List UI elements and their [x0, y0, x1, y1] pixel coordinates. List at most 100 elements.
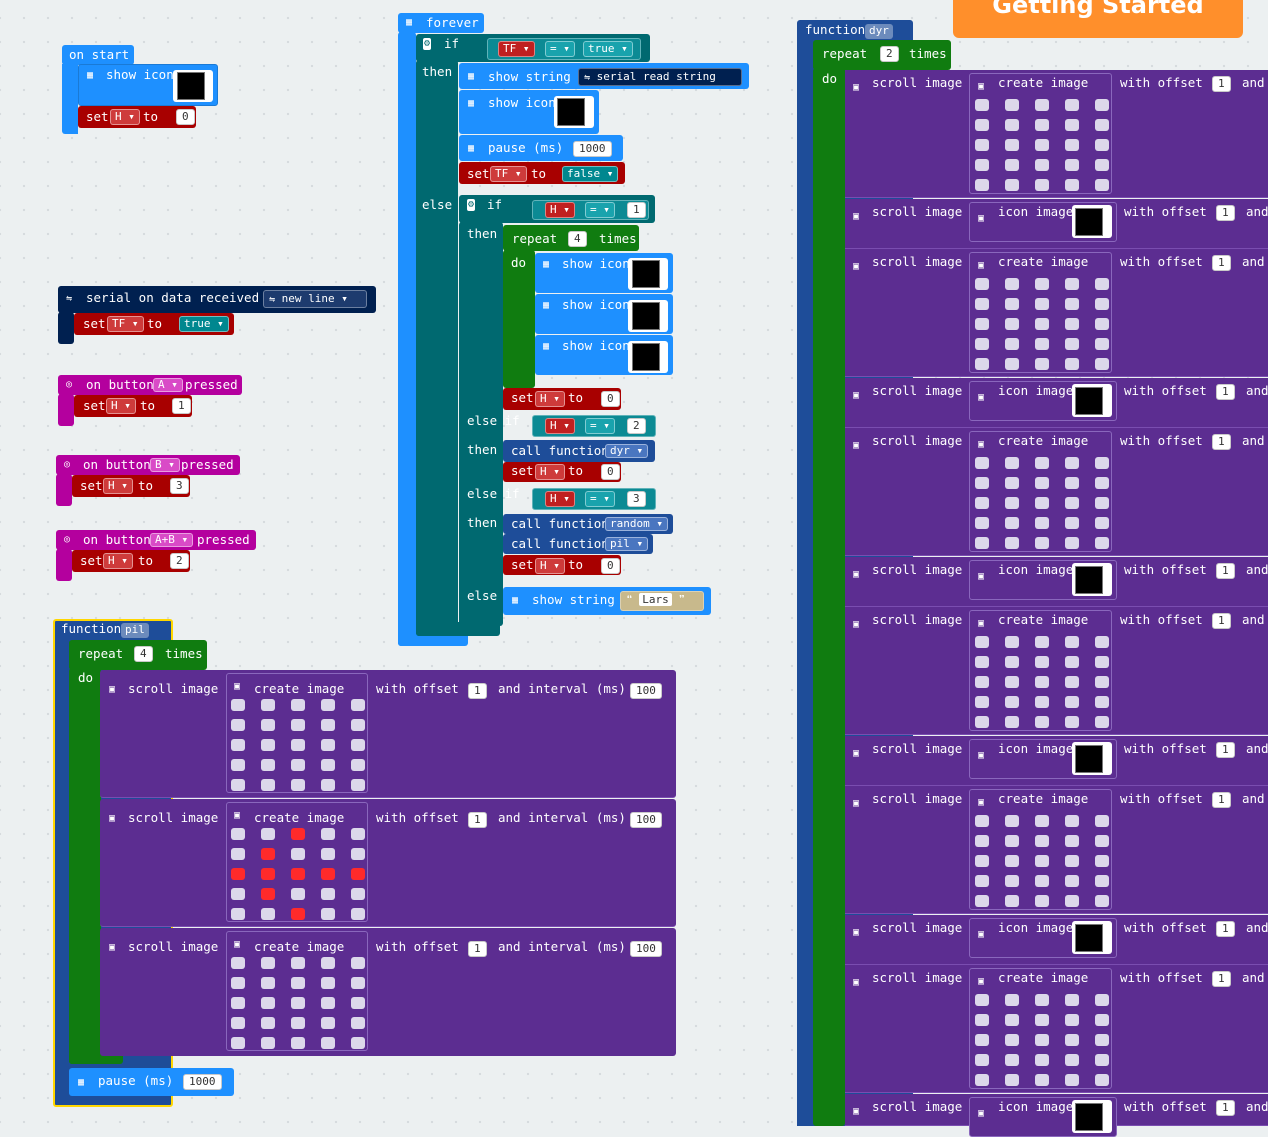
led-cell[interactable] [231, 719, 245, 731]
operator-dropdown[interactable]: = ▾ [585, 491, 615, 507]
led-cell[interactable] [1065, 895, 1079, 907]
led-cell[interactable] [1035, 477, 1049, 489]
led-cell[interactable] [1095, 139, 1109, 151]
led-cell[interactable] [231, 957, 245, 969]
led-cell[interactable] [1065, 875, 1079, 887]
icon-picker[interactable] [554, 96, 594, 128]
variable-dropdown[interactable]: TF ▾ [107, 316, 144, 332]
operator-dropdown[interactable]: = ▾ [545, 41, 575, 57]
led-cell[interactable] [1095, 636, 1109, 648]
led-cell[interactable] [1095, 318, 1109, 330]
icon-picker[interactable] [628, 341, 668, 373]
led-cell[interactable] [1095, 696, 1109, 708]
led-cell[interactable] [975, 1054, 989, 1066]
led-cell[interactable] [1035, 497, 1049, 509]
led-cell[interactable] [975, 696, 989, 708]
led-cell[interactable] [1095, 656, 1109, 668]
led-cell[interactable] [231, 739, 245, 751]
gear-icon[interactable]: ⚙ [423, 38, 432, 50]
led-cell[interactable] [321, 888, 335, 900]
led-cell[interactable] [291, 1017, 305, 1029]
led-cell[interactable] [1005, 696, 1019, 708]
led-cell[interactable] [1035, 358, 1049, 370]
led-cell[interactable] [1095, 994, 1109, 1006]
led-cell[interactable] [975, 656, 989, 668]
function-name[interactable]: pil [121, 623, 149, 638]
led-cell[interactable] [975, 994, 989, 1006]
offset-input[interactable]: 1 [1216, 921, 1235, 937]
led-cell[interactable] [1065, 855, 1079, 867]
led-cell[interactable] [1065, 278, 1079, 290]
value-input[interactable]: 0 [176, 109, 195, 125]
led-cell[interactable] [1035, 179, 1049, 191]
on-start-block[interactable] [62, 45, 134, 65]
variable-dropdown[interactable]: TF ▾ [490, 166, 527, 182]
led-cell[interactable] [1095, 716, 1109, 728]
led-cell[interactable] [1065, 676, 1079, 688]
led-cell[interactable] [1035, 457, 1049, 469]
led-cell[interactable] [1005, 1074, 1019, 1086]
led-cell[interactable] [351, 719, 365, 731]
led-grid[interactable] [975, 278, 1109, 378]
led-cell[interactable] [321, 719, 335, 731]
led-cell[interactable] [291, 957, 305, 969]
led-cell[interactable] [1005, 716, 1019, 728]
create-image-block[interactable] [969, 431, 1112, 552]
led-cell[interactable] [1035, 1074, 1049, 1086]
led-cell[interactable] [1065, 815, 1079, 827]
icon-picker[interactable] [1072, 1100, 1112, 1133]
pause-input[interactable]: 1000 [183, 1074, 222, 1090]
led-cell[interactable] [1095, 99, 1109, 111]
value-input[interactable]: 2 [170, 553, 189, 569]
led-cell[interactable] [261, 828, 275, 840]
led-cell[interactable] [291, 719, 305, 731]
led-cell[interactable] [321, 828, 335, 840]
led-cell[interactable] [1065, 298, 1079, 310]
led-cell[interactable] [1095, 835, 1109, 847]
led-cell[interactable] [291, 908, 305, 920]
led-cell[interactable] [1065, 1074, 1079, 1086]
on-button-b-block[interactable] [56, 455, 240, 475]
led-cell[interactable] [975, 457, 989, 469]
forever-block[interactable] [398, 13, 484, 33]
led-cell[interactable] [231, 759, 245, 771]
led-cell[interactable] [1065, 358, 1079, 370]
led-cell[interactable] [1035, 537, 1049, 549]
led-cell[interactable] [351, 1037, 365, 1049]
led-cell[interactable] [975, 895, 989, 907]
value-input[interactable]: 2 [627, 418, 646, 434]
led-cell[interactable] [261, 1017, 275, 1029]
led-cell[interactable] [261, 719, 275, 731]
led-cell[interactable] [1035, 338, 1049, 350]
led-cell[interactable] [1035, 1014, 1049, 1026]
led-cell[interactable] [1065, 1054, 1079, 1066]
led-cell[interactable] [291, 888, 305, 900]
offset-input[interactable]: 1 [1216, 1100, 1235, 1116]
led-cell[interactable] [261, 977, 275, 989]
led-cell[interactable] [1035, 119, 1049, 131]
led-cell[interactable] [1095, 895, 1109, 907]
led-cell[interactable] [1035, 656, 1049, 668]
icon-picker[interactable] [1072, 921, 1112, 954]
led-cell[interactable] [1005, 835, 1019, 847]
interval-input[interactable]: 100 [630, 683, 662, 699]
variable-dropdown[interactable]: H ▾ [545, 418, 575, 434]
led-cell[interactable] [1065, 656, 1079, 668]
icon-picker[interactable] [628, 300, 668, 332]
led-grid[interactable] [975, 815, 1109, 915]
led-cell[interactable] [1035, 895, 1049, 907]
led-cell[interactable] [351, 888, 365, 900]
led-cell[interactable] [975, 358, 989, 370]
led-cell[interactable] [1095, 119, 1109, 131]
offset-input[interactable]: 1 [1216, 205, 1235, 221]
led-cell[interactable] [1035, 278, 1049, 290]
led-cell[interactable] [231, 848, 245, 860]
led-cell[interactable] [321, 1017, 335, 1029]
led-cell[interactable] [1035, 994, 1049, 1006]
led-cell[interactable] [975, 278, 989, 290]
led-cell[interactable] [351, 739, 365, 751]
led-cell[interactable] [321, 908, 335, 920]
offset-input[interactable]: 1 [1212, 613, 1231, 629]
led-cell[interactable] [1035, 517, 1049, 529]
led-cell[interactable] [1005, 656, 1019, 668]
